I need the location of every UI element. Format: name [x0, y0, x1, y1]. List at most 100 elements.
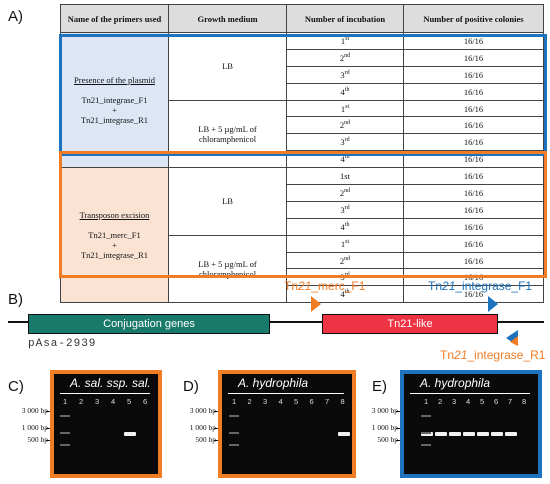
size-marker-label: 500 bp — [195, 435, 216, 444]
lane-number: 8 — [522, 397, 527, 406]
size-marker-label: 3 000 bp — [371, 406, 398, 415]
primer-plus: + — [112, 240, 117, 251]
header-colonies: Number of positive colonies — [403, 4, 544, 33]
lane-number: 5 — [127, 397, 132, 406]
lane-number: 1 — [232, 397, 237, 406]
incubation-cell: 4th — [286, 217, 404, 236]
header-medium: Growth medium — [168, 4, 287, 33]
lane-number: 2 — [79, 397, 84, 406]
merc-primer-arrow-icon — [311, 296, 321, 312]
gel-title-underline — [410, 393, 530, 394]
plasmid-backbone — [8, 321, 544, 323]
conjugation-genes-block: Conjugation genes — [28, 314, 270, 334]
size-marker-tick — [396, 428, 400, 429]
positive-colonies-cell: 16/16 — [403, 133, 544, 152]
ladder-band — [421, 432, 431, 434]
ladder-band — [229, 444, 239, 446]
incubation-cell: 1st — [286, 99, 404, 118]
size-marker-label: 500 bp — [27, 435, 48, 444]
pcr-band — [505, 432, 517, 436]
size-marker-label: 1 000 bp — [189, 423, 216, 432]
incubation-cell: 4th — [286, 150, 404, 169]
gel-title: A. sal. ssp. sal. — [70, 376, 151, 390]
primer-forward: Tn21_integrase_F1 — [81, 95, 148, 106]
lane-number: 7 — [508, 397, 513, 406]
lane-number: 5 — [294, 397, 299, 406]
panel-b-label: B) — [8, 291, 23, 308]
header-incubation: Number of incubation — [286, 4, 404, 33]
incubation-cell: 1st — [286, 32, 404, 50]
positive-colonies-cell: 16/16 — [403, 200, 544, 219]
plasmid-name: pAsa-2939 — [28, 338, 97, 350]
lane-number: 6 — [494, 397, 499, 406]
ladder-band — [60, 432, 70, 434]
lane-number: 3 — [95, 397, 100, 406]
positive-colonies-cell: 16/16 — [403, 99, 544, 118]
panel-a-label: A) — [8, 8, 23, 25]
lane-number: 2 — [438, 397, 443, 406]
size-marker-tick — [46, 411, 50, 412]
lane-number: 7 — [325, 397, 330, 406]
integrase-f1-primer-label: Tn21_integrase_F1 — [428, 279, 533, 293]
size-marker-tick — [46, 440, 50, 441]
incubation-cell: 2nd — [286, 116, 404, 135]
pcr-band — [477, 432, 489, 436]
positive-colonies-cell: 16/16 — [403, 234, 544, 253]
growth-medium-cell: LB + 5 µg/mL of chloramphenicol — [168, 234, 287, 304]
lane-number: 2 — [247, 397, 252, 406]
ladder-band — [229, 415, 239, 417]
pcr-band — [491, 432, 503, 436]
positive-colonies-cell: 16/16 — [403, 150, 544, 169]
positive-colonies-cell: 16/16 — [403, 285, 544, 304]
size-marker-tick — [396, 440, 400, 441]
ladder-band — [421, 415, 431, 417]
tn21-like-block: Tn21-like — [322, 314, 498, 334]
positive-colonies-cell: 16/16 — [403, 251, 544, 270]
incubation-cell: 2nd — [286, 48, 404, 67]
gel-title-underline — [228, 393, 344, 394]
incubation-cell: 1st — [286, 167, 404, 186]
gel-panel-label: C) — [8, 378, 24, 395]
lane-number: 6 — [143, 397, 148, 406]
incubation-cell: 4th — [286, 82, 404, 101]
ladder-band — [60, 415, 70, 417]
group-title: Presence of the plasmid — [74, 75, 155, 86]
merc-primer-label: Tn21_merc_F1 — [284, 279, 366, 293]
primer-results-table: Name of the primers used Growth medium N… — [60, 4, 544, 304]
lane-number: 5 — [480, 397, 485, 406]
growth-medium-cell: LB — [168, 32, 287, 101]
positive-colonies-cell: 16/16 — [403, 48, 544, 67]
size-marker-tick — [46, 428, 50, 429]
primer-reverse: Tn21_integrase_R1 — [80, 115, 149, 126]
size-marker-label: 3 000 bp — [21, 406, 48, 415]
incubation-cell: 2nd — [286, 184, 404, 202]
group-title: Transposon excision — [79, 210, 150, 221]
size-marker-tick — [214, 411, 218, 412]
incubation-cell: 2nd — [286, 251, 404, 270]
positive-colonies-cell: 16/16 — [403, 217, 544, 236]
pcr-band — [463, 432, 475, 436]
positive-colonies-cell: 16/16 — [403, 116, 544, 135]
incubation-cell: 3rd — [286, 133, 404, 152]
ladder-band — [421, 444, 431, 446]
growth-medium-cell: LB + 5 µg/mL of chloramphenicol — [168, 99, 287, 169]
ladder-band — [229, 432, 239, 434]
primer-forward: Tn21_merc_F1 — [88, 230, 141, 241]
primer-reverse: Tn21_integrase_R1 — [80, 250, 149, 261]
header-primers: Name of the primers used — [60, 4, 169, 33]
size-marker-tick — [396, 411, 400, 412]
lane-number: 4 — [278, 397, 283, 406]
gel-title: A. hydrophila — [238, 376, 309, 390]
primer-plus: + — [112, 105, 117, 116]
table-header-row: Name of the primers used Growth medium N… — [60, 4, 544, 33]
